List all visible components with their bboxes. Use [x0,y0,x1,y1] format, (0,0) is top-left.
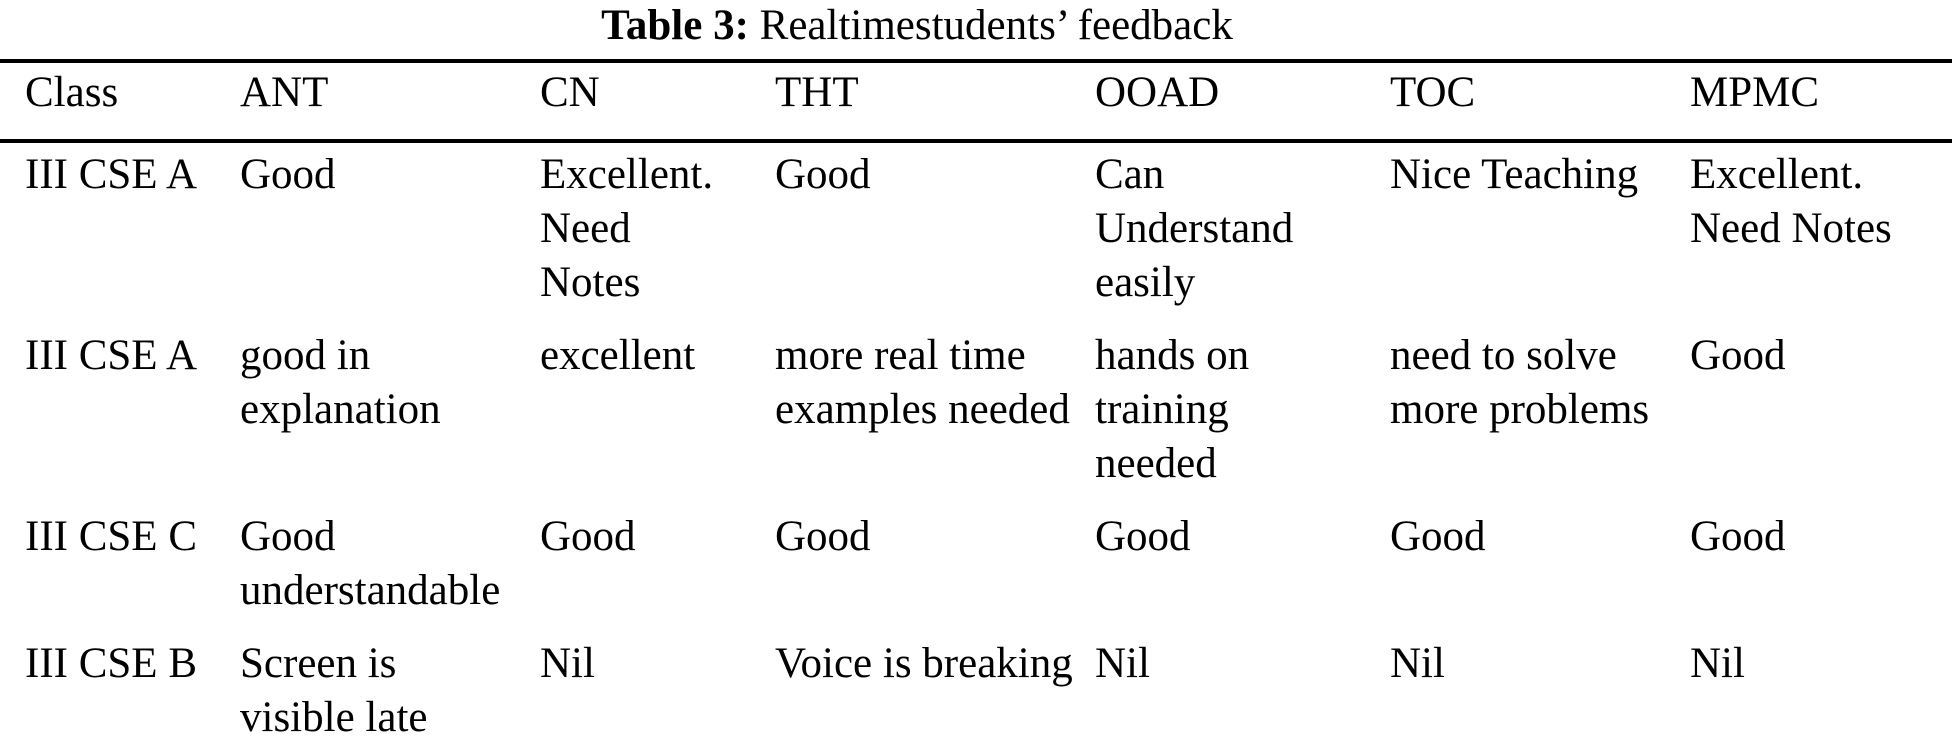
cell-ant: Screen is visible late [240,640,428,741]
table-row: III CSE A Good Excellent. Need Notes Goo… [0,141,1952,324]
cell-mpmc: Excellent. Need Notes [1690,151,1892,252]
cell-ant: Good understandable [240,513,501,614]
cell-tht: Good [775,513,871,560]
table-caption-text: Realtimestudents’ feedback [748,2,1233,49]
cell-toc: Nil [1390,640,1445,687]
column-header-class: Class [0,61,240,143]
cell-mpmc: Nil [1690,640,1745,687]
cell-toc: Nice Teaching [1390,151,1639,198]
table-row: III CSE A good in explanation excellent … [0,324,1952,505]
table-caption: Table 3: Realtimestudents’ feedback [0,0,1952,59]
table-caption-number: Table 3: [601,2,749,49]
cell-ooad: Can Understand easily [1095,151,1294,306]
cell-ooad: Good [1095,513,1191,560]
cell-toc: need to solve more problems [1390,332,1650,433]
cell-mpmc: Good [1690,332,1786,379]
header-row: Class ANT CN THT OOAD TOC MPMC [0,61,1952,143]
column-header-tht: THT [775,61,1095,143]
cell-cn: Good [540,513,636,560]
column-header-cn: CN [540,61,775,143]
cell-toc: Good [1390,513,1486,560]
cell-ant: Good [240,151,336,198]
cell-class: III CSE A [25,151,197,198]
cell-ooad: Nil [1095,640,1150,687]
cell-ant: good in explanation [240,332,441,433]
table-row: III CSE B Screen is visible late Nil Voi… [0,632,1952,756]
cell-mpmc: Good [1690,513,1786,560]
cell-cn: excellent [540,332,696,379]
cell-cn: Nil [540,640,595,687]
cell-class: III CSE C [25,513,197,560]
column-header-mpmc: MPMC [1690,61,1952,143]
cell-tht: more real time examples needed [775,332,1070,433]
cell-tht: Good [775,151,871,198]
column-header-ant: ANT [240,61,540,143]
cell-cn: Excellent. Need Notes [540,151,714,306]
table-row: III CSE C Good understandable Good Good … [0,505,1952,632]
column-header-ooad: OOAD [1095,61,1390,143]
feedback-table: Class ANT CN THT OOAD TOC MPMC III CSE A… [0,59,1952,756]
column-header-toc: TOC [1390,61,1690,143]
cell-tht: Voice is breaking [775,640,1073,687]
cell-ooad: hands on training needed [1095,332,1250,487]
cell-class: III CSE A [25,332,197,379]
cell-class: III CSE B [25,640,197,687]
